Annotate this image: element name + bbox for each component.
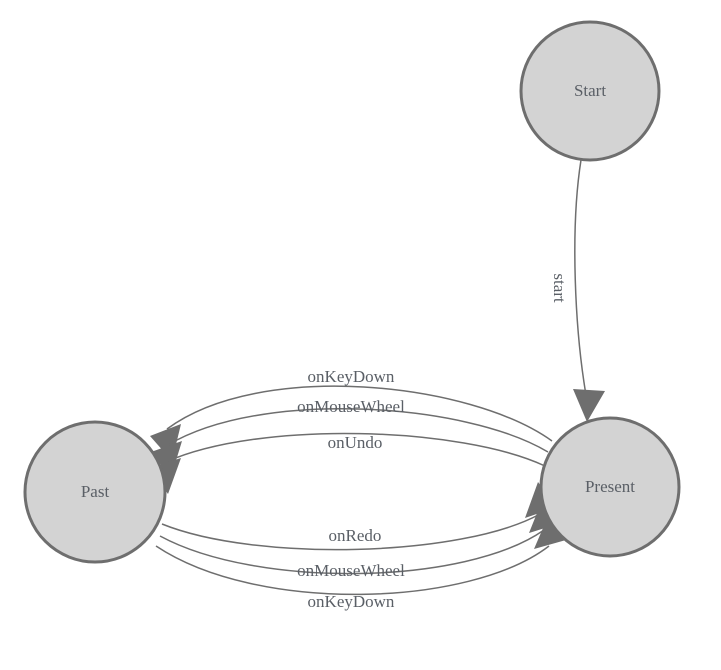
edge-past-to-present-onredo-path (161, 513, 541, 551)
node-start[interactable]: Start (519, 20, 661, 162)
edge-present-to-past-onundo-path (165, 432, 546, 467)
arrowhead-present-to-past-onmousewheel (151, 441, 182, 477)
edge-past-to-present-onkeydown[interactable] (155, 514, 566, 596)
edge-present-to-past-onkeydown-path (166, 385, 553, 442)
edge-label-present-past-onundo: onUndo (328, 433, 383, 452)
edge-start-to-present-path (574, 159, 587, 396)
node-start-circle (519, 20, 661, 162)
edge-past-to-present-onkeydown-path (155, 545, 550, 596)
edge-label-present-past-onkeydown: onKeyDown (308, 367, 395, 386)
node-past[interactable]: Past (23, 420, 167, 564)
edge-label-past-present-onmousewheel: onMouseWheel (297, 561, 405, 580)
edge-start-to-present[interactable] (573, 159, 605, 422)
edge-past-to-present-onmousewheel-path (159, 529, 545, 575)
arrowhead-start-to-present (573, 389, 605, 422)
node-present-circle (539, 416, 681, 558)
node-past-circle (23, 420, 167, 564)
edge-label-present-past-onmousewheel: onMouseWheel (297, 397, 405, 416)
arrowhead-past-to-present-onkeydown (534, 514, 566, 549)
edge-label-past-present-onkeydown: onKeyDown (308, 592, 395, 611)
edge-label-start: start (550, 273, 569, 303)
node-present-label: Present (585, 477, 635, 496)
edge-label-past-present-onredo: onRedo (329, 526, 382, 545)
node-past-label: Past (81, 482, 110, 501)
node-start-label: Start (574, 81, 606, 100)
edge-present-to-past-onmousewheel[interactable] (151, 408, 549, 477)
node-present[interactable]: Present (539, 416, 681, 558)
edge-present-to-past-onmousewheel-path (167, 408, 549, 453)
